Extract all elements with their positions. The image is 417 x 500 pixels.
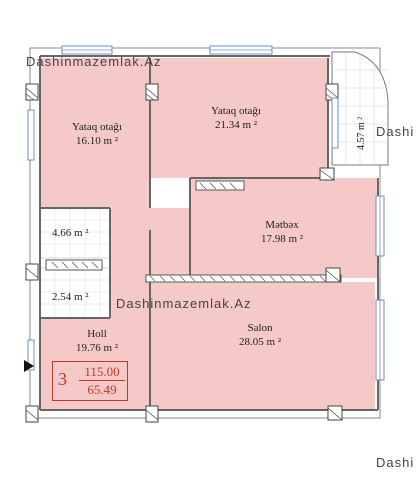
hall-name: Holl [87,328,107,340]
vent-shaft [45,259,103,271]
watermark-top: Dashinmazemlak.Az [26,54,162,69]
bedroom1-area: 16.10 m ² [75,135,119,147]
room-bathroom [39,207,111,259]
kitchen-area: 17.98 m ² [260,233,304,245]
bedroom2-area: 21.34 m ² [214,119,258,131]
beam [145,274,342,283]
kitchen-name: Mətbəx [265,219,299,231]
room-count: 3 [58,369,67,389]
wc-area: 2.54 m ² [52,291,89,303]
bedroom2-label: Yataq otağı 21.34 m ² [196,104,276,132]
salon-area: 28.05 m ² [238,336,282,348]
hall-label: Holl 19.76 m ² [58,327,136,355]
watermark-bottom: Dashi [376,455,415,470]
watermark-right: Dashi [376,124,415,139]
watermark-center: Dashinmazemlak.Az [116,296,252,311]
salon-label: Salon 28.05 m ² [220,321,300,349]
kitchen-label: Mətbəx 17.98 m ² [242,218,322,246]
bedroom2-name: Yataq otağı [211,105,261,117]
bedroom1-label: Yataq otağı 16.10 m ² [58,120,136,148]
bathroom-area: 4.66 m ² [52,227,89,239]
bedroom1-name: Yataq otağı [72,121,122,133]
entrance-arrow-icon [24,360,34,372]
total-area: 115.00 [79,364,125,381]
salon-name: Salon [247,322,273,334]
room-salon [150,282,375,410]
room-bedroom1 [40,58,150,208]
room-hall-center [110,278,150,318]
room-kitchen [190,178,380,278]
living-area: 65.49 [87,382,117,397]
apartment-info-box: 3 115.00 65.49 [52,361,128,401]
room-bedroom2 [150,58,328,178]
hall-area: 19.76 m ² [75,342,119,354]
kitchen-vent [195,180,245,191]
balcony-area: 4.57 m ² [356,116,367,150]
